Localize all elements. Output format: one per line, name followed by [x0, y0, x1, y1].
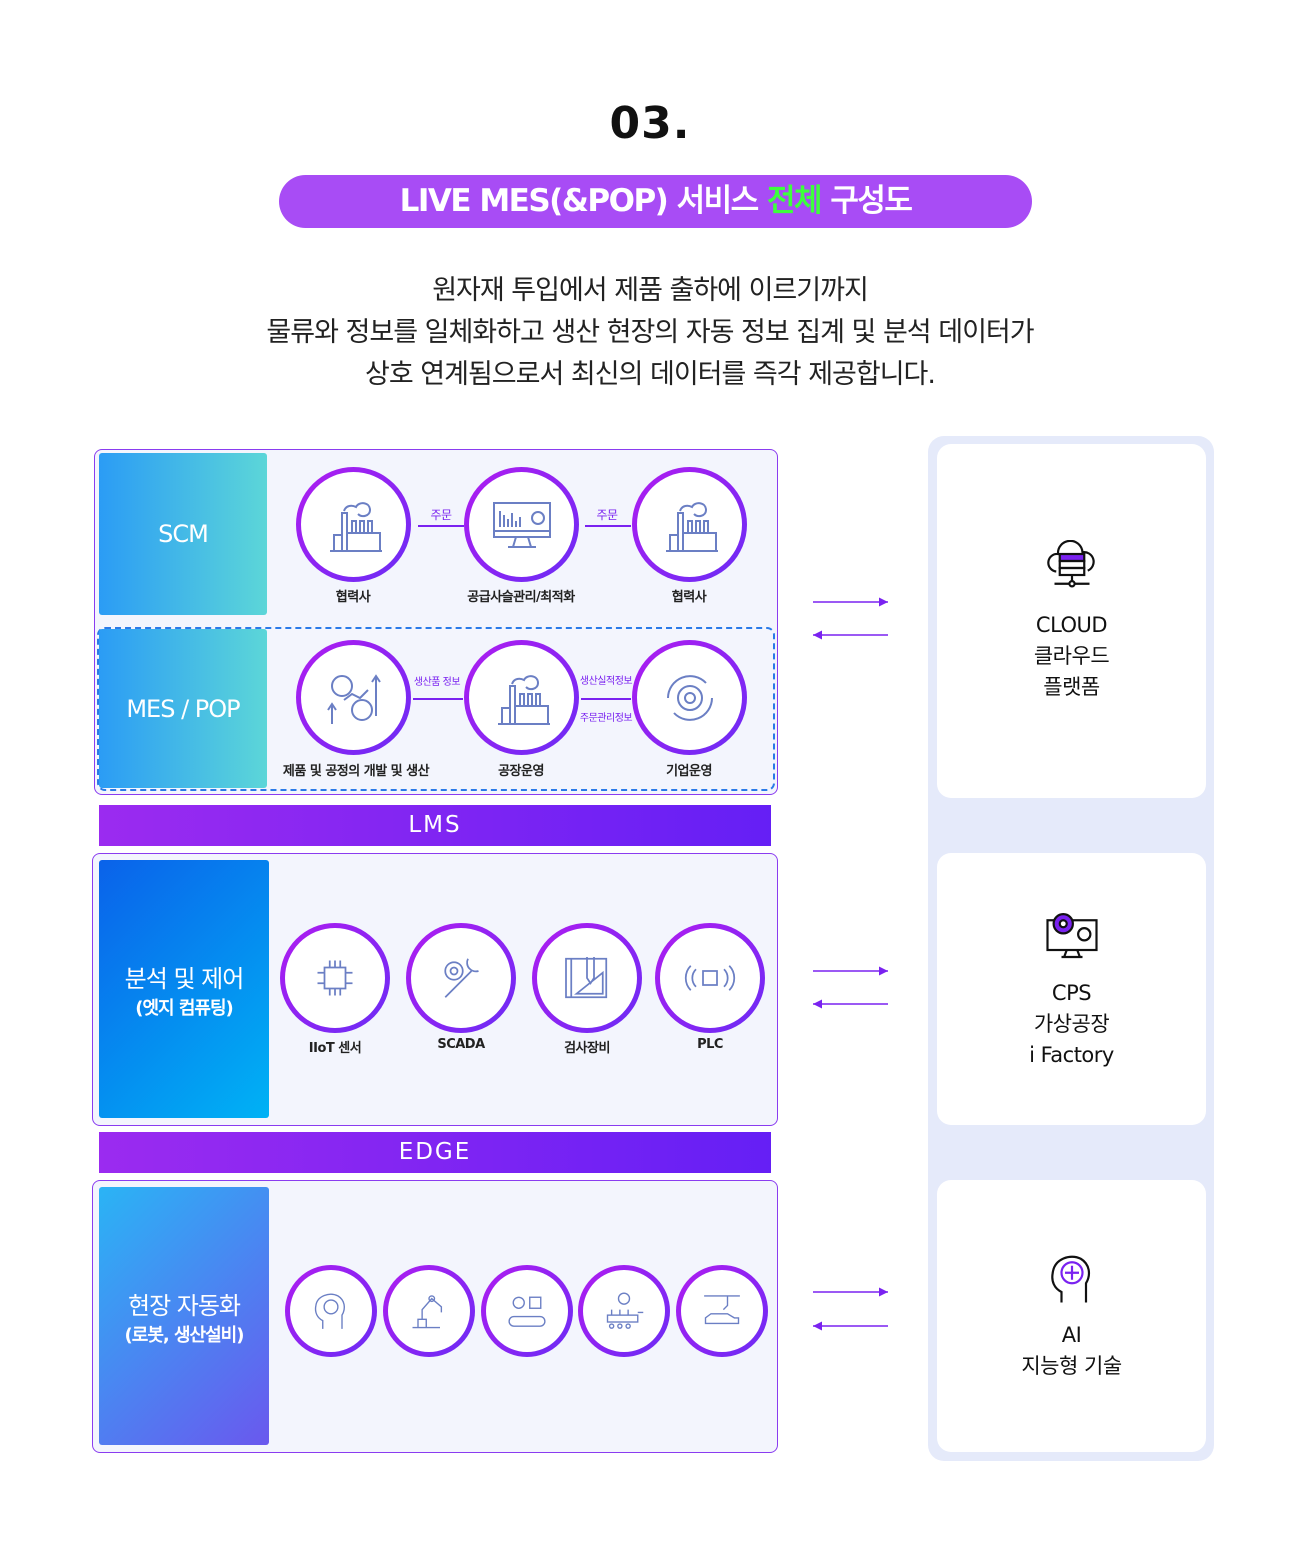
node-label: 검사장비 — [564, 1041, 610, 1056]
page-title: LIVE MES(&POP) 서비스 전체 구성도 — [279, 175, 1032, 228]
node-label: PLC — [697, 1037, 723, 1052]
development-node — [296, 640, 411, 755]
lms-bar: LMS — [99, 805, 771, 846]
card-line: 클라우드 — [1033, 643, 1110, 668]
factory-icon — [329, 501, 382, 552]
arrow-left — [585, 525, 631, 527]
node-label: SCADA — [437, 1037, 485, 1052]
chip-icon — [317, 960, 353, 996]
ai-brain-icon — [1050, 1255, 1090, 1303]
scm-label: SCM — [158, 520, 209, 548]
arrow-label: 주문관리정보 — [579, 713, 633, 724]
inspection-node — [532, 923, 642, 1033]
gear-cycle-icon — [666, 674, 713, 721]
wrench-gear-icon — [444, 958, 479, 998]
mes-label: MES / POP — [126, 694, 240, 723]
cps-card: CPS 가상공장 i Factory — [937, 853, 1206, 1125]
conveyor-node — [481, 1265, 573, 1357]
analysis-block: 분석 및 제어 (엣지 컴퓨팅) — [99, 860, 269, 1118]
title-highlight: 전체 — [767, 183, 823, 219]
scm-block: SCM — [99, 453, 267, 615]
iiot-node — [280, 923, 390, 1033]
plc-node — [655, 923, 765, 1033]
brain-head-icon — [314, 1293, 346, 1329]
node-label: IIoT 센서 — [308, 1041, 362, 1056]
card-line: CPS — [1051, 980, 1092, 1005]
arrow-left — [418, 525, 464, 527]
monitor-gear-icon — [1045, 912, 1098, 958]
cloud-server-icon — [1046, 539, 1095, 587]
title-pre: LIVE MES(&POP) 서비스 — [399, 183, 767, 219]
automation-block: 현장 자동화 (로봇, 생산설비) — [99, 1187, 269, 1445]
factory-operation-node — [464, 640, 579, 755]
card-line: AI — [1061, 1323, 1082, 1347]
conveyor-gear-icon — [508, 1296, 546, 1327]
card-line: 지능형 기술 — [1021, 1354, 1122, 1378]
ai-card: AI 지능형 기술 — [937, 1180, 1206, 1452]
robot-arm-node — [383, 1265, 475, 1357]
arrow-label: 주문 — [430, 508, 452, 522]
production-line-node — [578, 1265, 670, 1357]
node-label: 기업운영 — [666, 764, 712, 779]
factory-icon — [665, 501, 718, 552]
analysis-title: 분석 및 제어 — [124, 964, 245, 993]
card-line: 가상공장 — [1033, 1011, 1110, 1036]
description-line: 상호 연계됨으로서 최신의 데이터를 즉각 제공합니다. — [365, 359, 936, 390]
robot-arm-icon — [412, 1295, 443, 1329]
scada-node — [406, 923, 516, 1033]
description-line: 물류와 정보를 일체화하고 생산 현장의 자동 정보 집계 및 분석 데이터가 — [266, 317, 1034, 348]
ruler-pencil-icon — [565, 957, 608, 999]
node-label: 제품 및 공정의 개발 및 생산 — [282, 764, 430, 779]
factory-icon — [497, 674, 550, 725]
arrow-label: 생산실적정보 — [579, 676, 633, 687]
node-label: 협력사 — [335, 590, 371, 605]
description-line: 원자재 투입에서 제품 출하에 이르기까지 — [432, 275, 869, 306]
scm-node — [464, 467, 579, 582]
mes-block: MES / POP — [99, 629, 267, 788]
node-label: 공급사슬관리/최적화 — [467, 590, 575, 605]
partner-node — [632, 467, 747, 582]
production-line-icon — [606, 1292, 644, 1329]
monitor-chart-icon — [492, 501, 551, 548]
automation-subtitle: (로봇, 생산설비) — [124, 1324, 245, 1346]
car-assembly-icon — [704, 1295, 740, 1325]
arrow-right — [413, 698, 463, 700]
connector-arrows — [813, 597, 888, 1331]
title-post: 구성도 — [821, 183, 913, 219]
node-label: 협력사 — [671, 590, 707, 605]
partner-node — [296, 467, 411, 582]
automation-title: 현장 자동화 — [127, 1291, 241, 1320]
car-assembly-node — [676, 1265, 768, 1357]
enterprise-node — [632, 640, 747, 755]
card-line: CLOUD — [1035, 612, 1108, 637]
card-line: i Factory — [1029, 1042, 1114, 1067]
edge-bar: EDGE — [99, 1132, 771, 1173]
node-label: 공장운영 — [498, 764, 544, 779]
mes-dashed-box — [97, 627, 775, 791]
gear-growth-icon — [326, 673, 381, 724]
card-line: 플랫폼 — [1043, 674, 1100, 699]
signal-chip-icon — [684, 965, 736, 991]
arrow-label: 주문 — [596, 508, 618, 522]
arrow-label: 생산품 정보 — [413, 677, 461, 688]
ai-brain-node — [285, 1265, 377, 1357]
section-number: 03. — [609, 98, 691, 149]
analysis-subtitle: (엣지 컴퓨팅) — [135, 997, 234, 1019]
arrow-right — [581, 698, 631, 700]
